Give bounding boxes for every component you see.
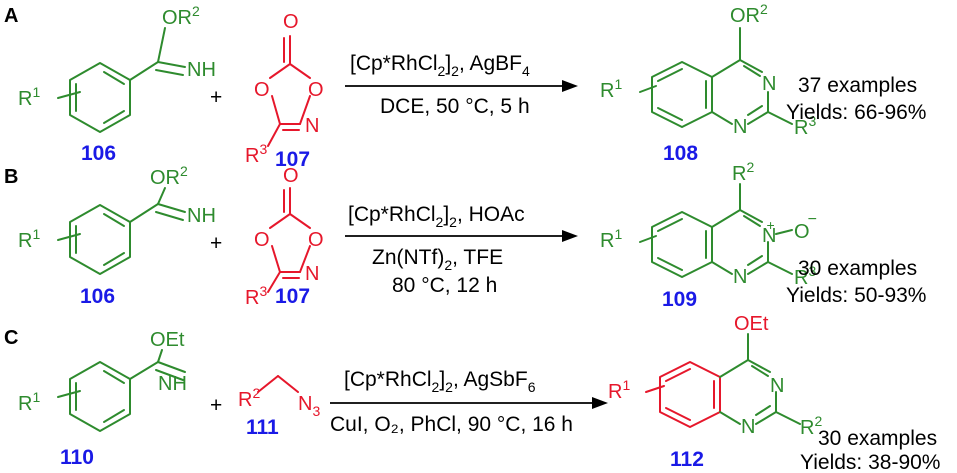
conditions-text: Zn(NTf)2, TFE <box>372 246 503 273</box>
oxide-o: O− <box>794 211 817 243</box>
panel-c: C OEt NH R1 110 + R2 N3 111 <box>4 313 940 473</box>
atom-o: O <box>254 79 270 101</box>
atom-n: N <box>741 416 755 438</box>
yields-text: Yields: 66-96% <box>786 101 926 124</box>
group-r3: R3 <box>245 141 267 167</box>
compound-number: 108 <box>663 142 698 165</box>
panel-label: B <box>4 166 18 188</box>
atom-n: N <box>305 115 319 137</box>
atom-o: O <box>283 165 299 187</box>
reactant-111: R2 N3 111 <box>238 375 320 439</box>
group-r3: R3 <box>794 263 816 289</box>
group-r2: R2 <box>732 159 754 185</box>
examples-text: 30 examples <box>818 427 937 450</box>
benzene-ring <box>69 204 131 275</box>
compound-number: 110 <box>60 446 94 469</box>
atom-n: N <box>733 266 747 288</box>
examples-text: 37 examples <box>798 74 917 97</box>
compound-number: 106 <box>81 142 116 165</box>
group-r2: R2 <box>800 413 822 439</box>
reactant-107: O O O N R3 107 <box>245 11 324 171</box>
atom-o: O <box>308 229 324 251</box>
reagent-text: [Cp*RhCl2]2, AgSbF6 <box>344 368 536 395</box>
substituent-r1: R1 <box>608 377 630 403</box>
examples-text: 30 examples <box>798 257 917 280</box>
reagent-text: [Cp*RhCl2]2, HOAc <box>348 203 525 230</box>
plus-sign: + <box>210 232 222 255</box>
ester-group: OEt <box>150 329 185 351</box>
imine-nh: NH <box>187 205 216 227</box>
yields-text: Yields: 50-93% <box>786 284 926 307</box>
conditions-text: 80 °C, 12 h <box>392 274 497 297</box>
panel-a: A OR2 NH R1 106 + O <box>4 1 926 171</box>
reaction-arrow <box>345 230 578 242</box>
atom-n: N <box>305 263 319 285</box>
atom-o: O <box>308 79 324 101</box>
conditions-text: CuI, O₂, PhCl, 90 °C, 16 h <box>330 413 573 436</box>
reagent-text: [Cp*RhCl2]2, AgBF4 <box>350 52 530 79</box>
panel-label: A <box>4 5 18 27</box>
substituent-r1: R1 <box>18 226 40 252</box>
reactant-106: OR2 NH R1 106 <box>18 163 216 308</box>
panel-b: B OR2 NH R1 106 + O O <box>4 159 926 311</box>
reactant-106: OR2 NH R1 106 <box>18 3 216 165</box>
group-r3: R3 <box>794 113 816 139</box>
atom-n-plus: N+ <box>762 217 776 247</box>
panel-label: C <box>4 327 18 349</box>
product-109: R2 N+ O− N R3 R1 109 <box>600 159 817 311</box>
reaction-arrow <box>345 80 578 92</box>
c-n-double-bond <box>157 61 186 68</box>
group-r2: R2 <box>238 385 260 411</box>
product-108: OR2 N N R3 R1 108 <box>600 1 816 165</box>
compound-number: 111 <box>246 416 279 439</box>
reactant-110: OEt NH R1 110 <box>18 329 187 469</box>
ethoxy-group: OEt <box>734 313 769 335</box>
atom-o: O <box>254 229 270 251</box>
product-112: OEt N N R2 R1 112 <box>608 313 822 471</box>
substituent-r1: R1 <box>18 84 40 110</box>
substituent-r1: R1 <box>600 226 622 252</box>
compound-number: 107 <box>275 148 310 171</box>
top-group: OR2 <box>730 1 768 27</box>
imine-nh: NH <box>187 59 216 81</box>
conditions-text: DCE, 50 °C, 5 h <box>380 95 530 118</box>
benzene-ring <box>69 361 131 432</box>
benzene-ring <box>69 62 131 133</box>
atom-n: N <box>770 375 784 397</box>
compound-number: 112 <box>670 448 704 471</box>
compound-number: 107 <box>275 285 310 308</box>
reactant-107: O O O N R3 107 <box>245 165 324 309</box>
substituent-r1: R1 <box>18 389 40 415</box>
reaction-arrow <box>330 397 608 409</box>
azide-group: N3 <box>298 393 320 419</box>
compound-number: 106 <box>80 285 115 308</box>
yields-text: Yields: 38-90% <box>800 451 940 473</box>
atom-n: N <box>762 73 776 95</box>
imine-nh: NH <box>158 373 187 395</box>
atom-n: N <box>733 116 747 138</box>
atom-o: O <box>283 11 299 33</box>
substituent-r1: R1 <box>600 76 622 102</box>
benzo-ring <box>659 361 721 428</box>
ester-group: OR2 <box>162 3 200 29</box>
c-c-bond <box>129 61 159 81</box>
ester-group: OR2 <box>150 163 188 189</box>
compound-number: 109 <box>662 288 697 311</box>
plus-sign: + <box>210 394 222 417</box>
group-r3: R3 <box>245 283 267 309</box>
plus-sign: + <box>210 86 222 109</box>
benzo-ring <box>651 61 713 128</box>
benzo-ring <box>651 211 713 278</box>
c-o-bond <box>157 27 166 63</box>
